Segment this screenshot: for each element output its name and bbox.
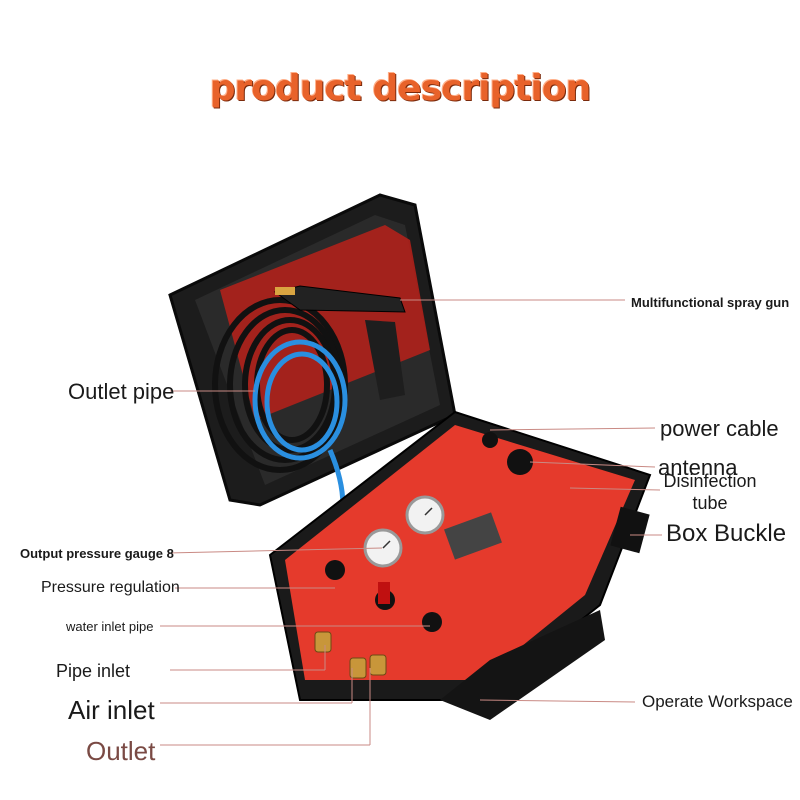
pressure-gauges (363, 495, 445, 568)
label-water-inlet-pipe: water inlet pipe (66, 619, 154, 634)
control-panel (325, 432, 533, 632)
label-outlet-pipe: Outlet pipe (68, 379, 175, 404)
spray-gun (273, 285, 406, 400)
label-disinfection-tube: Disinfection tube (663, 471, 757, 513)
label-spray-gun: Multifunctional spray gun (631, 295, 790, 310)
label-operate-workspace: Operate Workspace (642, 692, 793, 711)
label-box-buckle: Box Buckle (666, 520, 787, 547)
page-title: product description (209, 68, 591, 109)
brass-fittings (314, 631, 387, 679)
label-output-pressure-gauge: Output pressure gauge 8 (20, 546, 174, 561)
label-air-inlet: Air inlet (68, 695, 155, 725)
label-pressure-regulation: Pressure regulation (41, 579, 180, 596)
label-power-cable: power cable (660, 416, 779, 441)
label-pipe-inlet: Pipe inlet (56, 661, 131, 681)
label-outlet: Outlet (86, 736, 156, 766)
leader-lines (160, 299, 662, 746)
label-antenna: antenna (658, 455, 738, 480)
